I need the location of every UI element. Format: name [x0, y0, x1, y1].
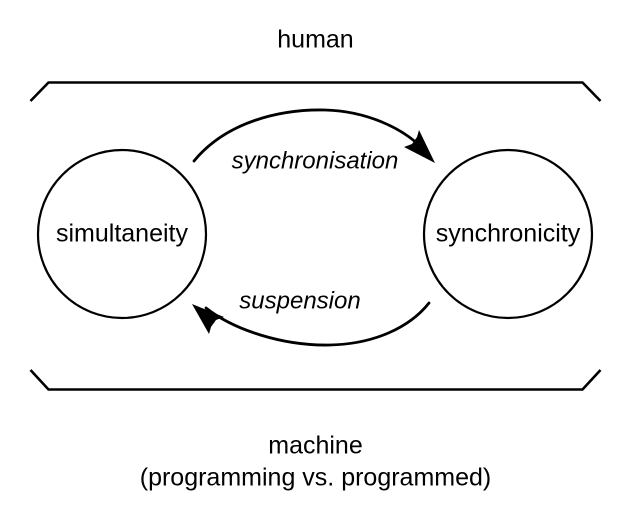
machine-sublabel: (programming vs. programmed) [140, 464, 492, 492]
suspension-arrow-curve [204, 301, 431, 347]
suspension-arrowhead [192, 304, 224, 334]
node-simultaneity-label: simultaneity [56, 220, 188, 248]
top-bracket [29, 81, 602, 102]
node-synchronicity-circle[interactable] [422, 148, 594, 320]
human-label: human [277, 26, 353, 54]
suspension-label: suspension [239, 287, 360, 314]
synchronisation-arrow-curve [192, 108, 425, 163]
bottom-bracket [29, 369, 602, 391]
synchronisation-arrowhead [404, 130, 435, 163]
node-simultaneity-circle[interactable] [36, 148, 208, 320]
synchronisation-label: synchronisation [232, 147, 399, 174]
node-synchronicity-label: synchronicity [436, 220, 581, 248]
machine-label: machine [268, 432, 363, 460]
